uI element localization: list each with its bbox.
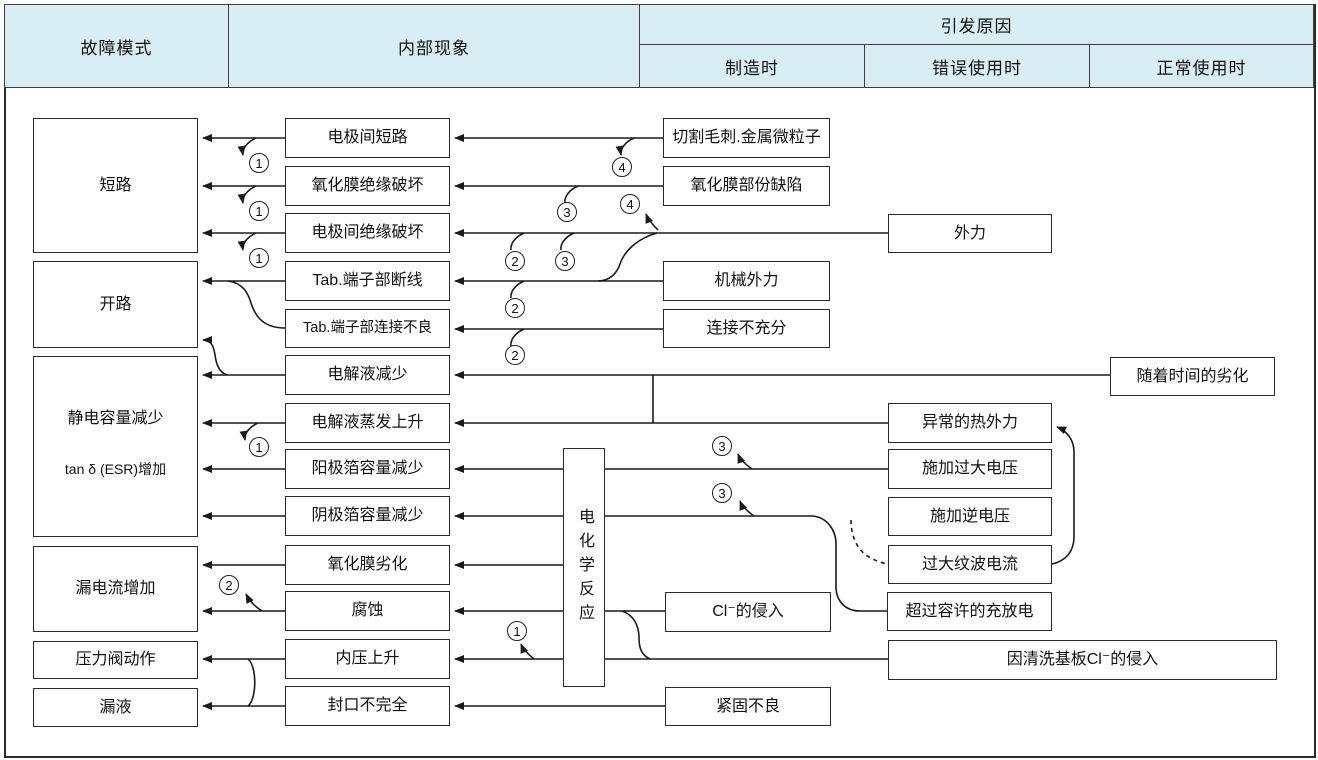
ref-marker-3: 3 (557, 202, 577, 222)
node-pressure-valve-action: 压力阀动作 (33, 641, 198, 679)
ref-marker-3: 3 (712, 436, 732, 456)
node-anode-foil-capacity-decrease: 阳极箔容量减少 (285, 449, 450, 489)
node-reverse-voltage-applied: 施加逆电压 (888, 497, 1052, 536)
header-internal-phenomenon: 内部现象 (228, 4, 640, 88)
node-oxide-film-degradation: 氧化膜劣化 (285, 545, 450, 585)
node-board-cleaning-chloride-intrusion: 因清洗基板Cl⁻的侵入 (888, 640, 1277, 680)
ref-marker-1: 1 (507, 621, 527, 641)
node-electrolyte-evaporation-rise: 电解液蒸发上升 (285, 403, 450, 443)
tan-delta-esr-label: tan δ (ESR)增加 (64, 460, 167, 477)
node-cutting-burr-metal-particles: 切割毛刺.金属微粒子 (663, 118, 830, 158)
ref-marker-1: 1 (249, 248, 269, 268)
capacitance-decrease-label: 静电容量减少 (67, 410, 164, 427)
node-internal-pressure-rise: 内压上升 (285, 639, 450, 679)
ref-marker-3: 3 (712, 483, 732, 503)
ref-marker-2: 2 (505, 298, 525, 318)
node-electrochemical-reaction: 电化学反应 (563, 448, 605, 687)
node-degradation-over-time: 随着时间的劣化 (1110, 357, 1275, 396)
node-bad-fastening: 紧固不良 (665, 687, 831, 726)
node-incomplete-sealing: 封口不完全 (285, 686, 450, 726)
ref-marker-3: 3 (555, 251, 575, 271)
ref-marker-4: 4 (612, 157, 632, 177)
ref-marker-1: 1 (249, 437, 269, 457)
node-open-circuit: 开路 (33, 261, 198, 348)
node-cathode-foil-capacity-decrease: 阴极箔容量减少 (285, 496, 450, 536)
table-frame (4, 4, 1316, 758)
node-oxide-film-insulation-breakdown: 氧化膜绝缘破坏 (285, 166, 450, 206)
node-mechanical-force: 机械外力 (663, 261, 830, 301)
node-insufficient-connection: 连接不充分 (663, 309, 830, 348)
node-inter-electrode-insulation-breakdown: 电极间绝缘破坏 (285, 213, 450, 253)
node-oxide-film-partial-defect: 氧化膜部份缺陷 (663, 166, 830, 206)
header-sub-manufacturing: 制造时 (639, 44, 865, 88)
ref-marker-1: 1 (249, 153, 269, 173)
ref-marker-2: 2 (505, 251, 525, 271)
node-exceed-allowed-charge-discharge: 超过容许的充放电 (887, 592, 1052, 631)
header-failure-mode: 故障模式 (4, 4, 229, 88)
node-corrosion: 腐蚀 (285, 591, 450, 631)
ref-marker-2: 2 (505, 345, 525, 365)
node-excess-voltage-applied: 施加过大电压 (888, 449, 1052, 489)
node-electrolyte-decrease: 电解液减少 (285, 355, 450, 395)
node-tab-terminal-bad-connection: Tab.端子部连接不良 (285, 309, 450, 348)
node-inter-electrode-short: 电极间短路 (285, 118, 450, 158)
node-liquid-leak: 漏液 (33, 688, 198, 727)
node-external-force: 外力 (888, 214, 1052, 253)
node-excess-ripple-current: 过大纹波电流 (888, 545, 1052, 584)
header-sub-normal-use: 正常使用时 (1089, 44, 1314, 88)
node-capacitance-decrease: 静电容量减少 tan δ (ESR)增加 (33, 356, 198, 537)
node-leakage-current-increase: 漏电流增加 (33, 546, 198, 632)
node-short-circuit: 短路 (33, 118, 198, 253)
node-tab-terminal-wire-break: Tab.端子部断线 (285, 261, 450, 301)
header-sub-misuse: 错误使用时 (864, 44, 1090, 88)
node-abnormal-thermal-stress: 异常的热外力 (888, 403, 1052, 443)
ref-marker-2: 2 (219, 575, 239, 595)
node-chloride-intrusion: Cl⁻的侵入 (665, 592, 831, 632)
ref-marker-1: 1 (249, 201, 269, 221)
ref-marker-4: 4 (620, 194, 640, 214)
